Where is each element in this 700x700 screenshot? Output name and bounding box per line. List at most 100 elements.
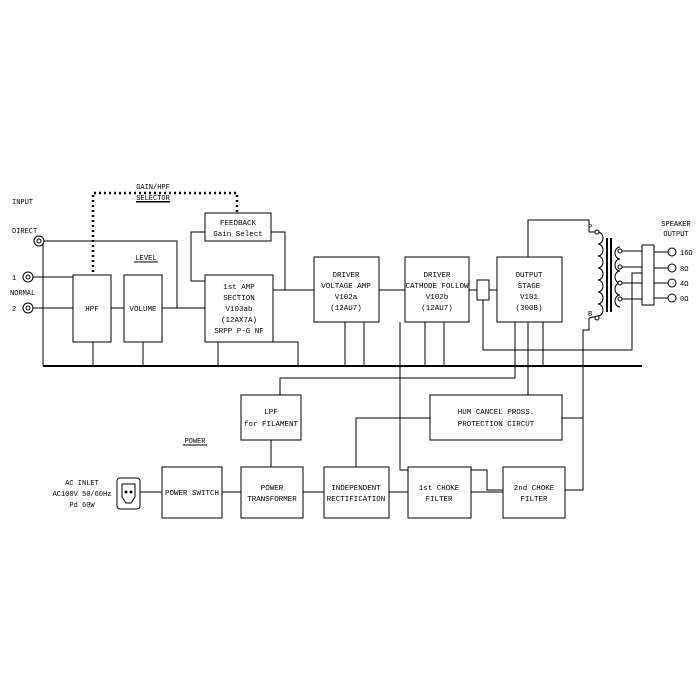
- tap-node-8: [617, 264, 623, 270]
- driver-va-label-3: V102a: [335, 294, 358, 302]
- jack1-label: 1: [12, 275, 16, 283]
- speaker-label: SPEAKER: [661, 221, 691, 229]
- speaker-jacks: [667, 247, 677, 303]
- ac-inlet-socket[interactable]: [116, 477, 141, 510]
- rectification-label-2: RECTIFICATION: [327, 496, 386, 504]
- tap-node-16: [617, 248, 623, 254]
- p-label: P: [588, 224, 592, 232]
- choke2-label-2: FILTER: [520, 496, 548, 504]
- speaker-tap-wires: [620, 250, 642, 300]
- input-jacks: [22, 235, 45, 314]
- power-switch-label: POWER SWITCH: [165, 490, 219, 498]
- gain-hpf-label: GAIN/HPF: [136, 184, 170, 192]
- volume-block: [123, 274, 163, 343]
- choke1-label-2: FILTER: [425, 496, 453, 504]
- driver-va-label-2: VOLTAGE AMP: [321, 283, 371, 291]
- driver-cf-label-1: DRIVER: [423, 272, 451, 280]
- hum-label-2: PROTECTION CIRCUT: [458, 421, 535, 429]
- amp1-label-2: SECTION: [223, 295, 255, 303]
- driver-cathode-follow-block: [404, 256, 470, 323]
- choke1-block: [407, 466, 472, 519]
- feedback-loop-wire: [190, 231, 205, 282]
- direct-jack-pin: [36, 238, 42, 244]
- ohm4-label: 4Ω: [680, 281, 688, 289]
- level-label: LEVEL: [135, 255, 156, 263]
- primary-coil: [597, 231, 604, 317]
- volume-label: VOLUME: [129, 306, 157, 314]
- ohm16-label: 16Ω: [680, 250, 693, 258]
- secondary-coil: [614, 246, 621, 308]
- output-transformer: [588, 229, 655, 321]
- annotations: INPUT DIRECT 1 NORMAL 2 GAIN/HPF SELECTO…: [10, 184, 693, 510]
- coupling-element: [476, 279, 490, 301]
- jack-1-pin: [25, 274, 31, 280]
- rectification-block: [323, 466, 390, 519]
- speaker-jack-0[interactable]: [667, 293, 677, 303]
- feedback-return-wire: [271, 231, 286, 290]
- output-label: OUTPUT: [663, 231, 688, 239]
- hum-cancel-block: [429, 394, 563, 441]
- driver-cf-label-4: (12AU7): [421, 305, 453, 313]
- amp1-label-4: (12AX7A): [221, 317, 257, 325]
- speaker-jack-4[interactable]: [667, 278, 677, 288]
- ac-inlet-pin-2: [129, 490, 133, 494]
- speaker-jack-8[interactable]: [667, 263, 677, 273]
- cf-supply-wire: [399, 322, 503, 491]
- amp1-label-3: V103ab: [225, 306, 252, 314]
- output-stage-label-2: STAGE: [518, 283, 541, 291]
- selector-label: SELECTOR: [136, 195, 170, 203]
- choke1-label-1: 1st CHOKE: [419, 485, 460, 493]
- amp-supply: [255, 341, 299, 366]
- ac-inlet-label-2: AC100V 50/60Hz: [53, 491, 112, 499]
- lpf-label-1: LPF: [264, 409, 278, 417]
- choke2-block: [502, 466, 566, 519]
- output-hum-wire: [279, 322, 516, 395]
- driver-voltage-amp-block: [313, 256, 380, 323]
- driver-va-label-1: DRIVER: [332, 272, 360, 280]
- power-transformer-label-1: POWER: [261, 485, 284, 493]
- speaker-jack-16[interactable]: [667, 247, 677, 257]
- output-stage-label-4: (300B): [515, 305, 542, 313]
- output-stage-block: [496, 256, 563, 323]
- primary-node-b: [594, 315, 600, 321]
- ac-inlet-label-3: Pd 60W: [69, 502, 95, 510]
- gain-hpf-selector-link: [91, 191, 239, 277]
- amp1-label-1: 1st AMP: [223, 284, 255, 292]
- output-stage-label-3: V101: [520, 294, 539, 302]
- jack2-label: 2: [12, 306, 16, 314]
- jack-ground-wire: [38, 241, 44, 366]
- ac-inlet-outline: [121, 483, 136, 504]
- tap-node-4: [617, 280, 623, 286]
- jack-2-pin: [25, 305, 31, 311]
- amp1-label-5: SRPP P-G NF: [214, 328, 264, 336]
- rectification-label-1: INDEPENDENT: [331, 485, 381, 493]
- ac-inlet-pin-1: [124, 490, 128, 494]
- hpf-block: [72, 274, 112, 343]
- input-label: INPUT: [12, 199, 33, 207]
- ohm0-label: 0Ω: [680, 296, 688, 304]
- power-transformer-label-2: TRANSFORMER: [247, 496, 297, 504]
- output-stage-label-1: OUTPUT: [515, 272, 543, 280]
- output-plate-wire: [527, 219, 590, 257]
- lpf-filament-block: [240, 394, 302, 441]
- direct-label: DIRECT: [12, 228, 37, 236]
- driver-cf-label-3: V102b: [426, 294, 449, 302]
- b-label: B: [588, 311, 592, 319]
- feedback-block: [204, 212, 272, 242]
- driver-cf-label-2: CATHODE FOLLOW: [405, 283, 469, 291]
- lpf-label-2: for FILAMENT: [244, 421, 299, 429]
- blocks: HPF VOLUME FEEDBACK Gain Select 1st AMP …: [72, 212, 566, 519]
- ac-inlet-label-1: AC INLET: [65, 480, 99, 488]
- ohm8-label: 8Ω: [680, 266, 688, 274]
- driver-va-label-4: (12AU7): [330, 305, 362, 313]
- feedback-label-1: FEEDBACK: [220, 220, 257, 228]
- ac-inlet: [116, 477, 141, 510]
- speaker-terminal-block: [641, 244, 655, 306]
- primary-node-p: [594, 229, 600, 235]
- tap-node-0: [617, 296, 623, 302]
- hpf-label: HPF: [85, 306, 99, 314]
- power-switch-block: [161, 466, 223, 519]
- coupling-bottom-wire: [482, 272, 642, 351]
- hum-label-1: HUM CANCEL PROSS.: [458, 409, 535, 417]
